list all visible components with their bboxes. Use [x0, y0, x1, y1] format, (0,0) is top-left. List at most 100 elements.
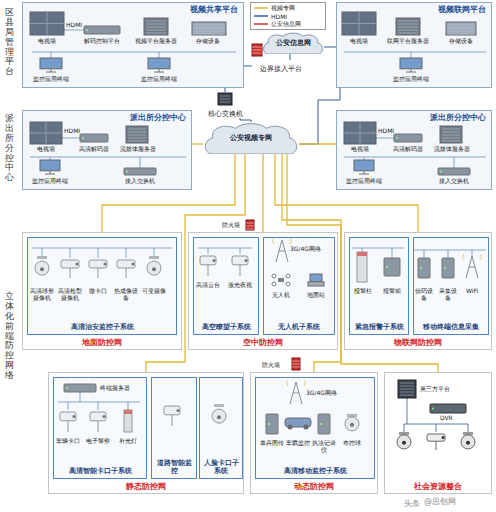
- firewall-wall: [292, 358, 300, 370]
- device-label: 存储设备: [188, 38, 228, 45]
- bus-line: [404, 424, 405, 432]
- node-text: 视频联网平台: [438, 5, 486, 14]
- legend-line: [254, 7, 268, 9]
- fw-icon: [252, 44, 262, 56]
- node-text: 公安视频专网: [230, 134, 272, 142]
- node-text: 人脸卡口子系统: [202, 460, 240, 475]
- device-label: HDMI: [66, 22, 82, 29]
- box-icon: [430, 404, 466, 413]
- bus-line: [468, 424, 469, 432]
- server-slot: [220, 96, 230, 97]
- server-slot: [400, 389, 414, 390]
- device-label: 无人机: [266, 292, 296, 299]
- bus-line: [407, 398, 408, 424]
- device-label: 解码控制平台: [80, 38, 124, 45]
- subsystem-box: 高清智能卡口子系统: [53, 377, 147, 479]
- device-label: 微卡口: [84, 288, 112, 295]
- section-label: 派出所分控中心: [5, 114, 14, 183]
- server-body: [218, 93, 232, 105]
- legend-box: 视频专网HDMI公安信息网: [250, 2, 326, 30]
- node-text: 边界接入平台: [260, 66, 302, 73]
- led: [432, 408, 434, 410]
- device-label: HDMI: [64, 128, 80, 135]
- watermark: 头条: [404, 499, 420, 508]
- camera-mount: [436, 441, 437, 450]
- node-text: 地面防控网: [82, 338, 122, 347]
- device-label: 侦码设备: [413, 288, 435, 302]
- legend-text: HDMI: [271, 13, 287, 20]
- node-text: 高空瞭望子系统: [202, 324, 251, 331]
- device-label: 视频平台服务器: [132, 38, 180, 45]
- section-label: 立体化前端防控网络: [5, 292, 14, 381]
- dome-lens: [402, 441, 406, 445]
- brick-line: [246, 229, 254, 230]
- node-text: 道路智能监控: [154, 460, 194, 475]
- node-text: 派出所分控中心: [430, 113, 486, 122]
- network-link: [262, 154, 263, 232]
- device-box: [430, 404, 466, 413]
- node-text: 空中防控网: [243, 338, 283, 347]
- device-label: 第三方平台: [420, 386, 450, 393]
- network-link: [225, 88, 226, 92]
- legend-row: 公安信息网: [254, 20, 322, 28]
- device-label: 存储设备: [441, 38, 481, 45]
- device-label: 执法记录仪: [311, 440, 337, 454]
- brick-line: [252, 53, 262, 54]
- legend-line: [254, 23, 268, 25]
- device-label: 监控应用终端: [389, 76, 433, 83]
- device-label: 单兵图传: [259, 440, 285, 447]
- subsystem-box: 高清治安监控子系统: [27, 237, 177, 335]
- legend-row: 视频专网: [254, 4, 322, 12]
- device-label: 3G/4G网络: [306, 390, 337, 397]
- camera-body: [427, 434, 445, 441]
- device-label: DVR: [440, 415, 453, 422]
- device-label: 电视墙: [30, 38, 64, 45]
- node-text: 物联网防控网: [394, 338, 442, 347]
- device-label: 高清解码器: [388, 146, 428, 153]
- device-label: 车辆卡口: [54, 438, 82, 445]
- node-text: 派出所分控中心: [130, 113, 186, 122]
- device-label: 接入交换机: [434, 178, 474, 185]
- server-slot: [400, 392, 414, 393]
- network-link: [324, 47, 336, 48]
- dome-icon: [461, 432, 475, 449]
- node-text: 高清移动监控子系统: [284, 468, 347, 475]
- network-link: [192, 143, 203, 144]
- cloud-outline: [264, 33, 323, 54]
- subsystem-box: 移动终端信息采集: [413, 237, 489, 335]
- section-label: 区县局管理平台: [5, 8, 14, 77]
- device-label: WiFi: [461, 288, 483, 295]
- device-label: 终端服务器: [100, 385, 130, 392]
- brick-line: [292, 361, 300, 362]
- device-label: 采集设备: [437, 288, 459, 302]
- device-label: 接入交换机: [120, 178, 160, 185]
- legend-text: 视频专网: [271, 4, 295, 13]
- device-label: 地面站: [301, 292, 331, 299]
- network-link: [240, 118, 251, 122]
- node-text: 社会资源整合: [414, 482, 462, 491]
- node-text: 移动终端信息采集: [423, 324, 479, 331]
- srv-icon: [398, 380, 416, 398]
- bus-line: [436, 424, 437, 432]
- brick-line: [252, 50, 262, 51]
- server-slot: [220, 102, 230, 103]
- device-label: 补光灯: [114, 438, 142, 445]
- device-label: 报警箱: [379, 288, 405, 295]
- subsystem-box: 紧急报警子系统: [349, 237, 409, 335]
- node-text: 动态防控网: [294, 482, 334, 491]
- device-label: 高清球形摄像机: [28, 288, 56, 302]
- device-label: 电视墙: [344, 146, 376, 153]
- fw-icon: [292, 358, 300, 370]
- watermark: @思创网: [424, 497, 456, 506]
- device-node: 边界接入平台: [252, 60, 310, 73]
- device-label: 流媒体服务器: [117, 146, 159, 153]
- device-label: 电视墙: [30, 146, 62, 153]
- legend-row: HDMI: [254, 12, 322, 20]
- node-text: 紧急报警子系统: [355, 324, 404, 331]
- network-link: [290, 54, 291, 60]
- node-text: 无人机子系统: [278, 324, 320, 331]
- server-slot: [220, 99, 230, 100]
- brick-line: [246, 226, 254, 227]
- srv-icon: [218, 93, 232, 105]
- server-body: [398, 380, 416, 398]
